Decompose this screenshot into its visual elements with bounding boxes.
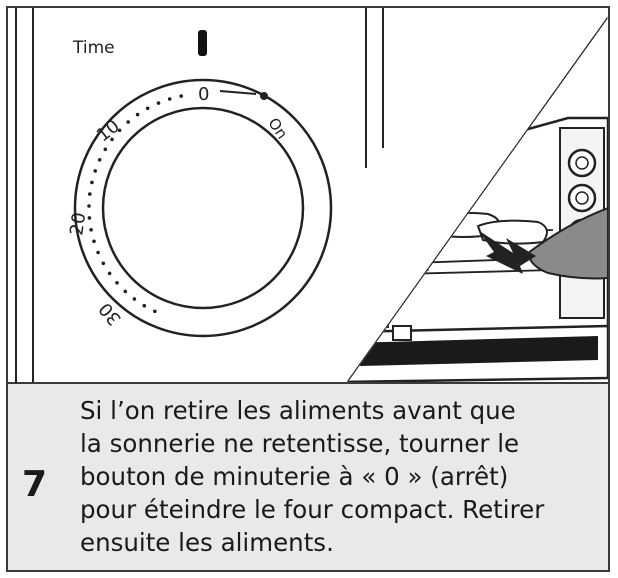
dial-dot [123,289,128,294]
dial-dot [142,303,147,308]
instruction-line: pour éteindre le four compact. Retirer [80,495,545,524]
dial-dot [88,192,92,196]
dial-dot [89,228,93,232]
dial-tick-0: 0 [198,84,209,105]
dial-dot [110,137,114,142]
dial-dot [135,112,140,117]
dial-dot [90,180,94,185]
dial-dot [97,158,102,162]
dial-dot [153,309,157,314]
dial-dot [103,147,108,152]
dial-dot [117,128,122,133]
timer-dial: Time 0 10 20 30 On [66,30,333,338]
dial-dot [132,297,137,301]
instruction-text: Si l’on retire les aliments avant que la… [80,394,600,559]
dial-dot [96,250,100,255]
dial-dot [126,120,130,124]
dial-dot [93,169,97,173]
dial-dot [145,106,150,111]
instruction-line: ensuite les aliments. [80,528,334,557]
instruction-line: la sonnerie ne retentisse, tourner le [80,429,520,458]
dial-dot [115,281,119,285]
instruction-card: Time 0 10 20 30 On [6,6,610,572]
dial-tick-20: 20 [66,211,90,237]
oven-timer-illustration: Time 0 10 20 30 On [15,8,608,382]
dial-dot [101,261,106,266]
toaster-oven-scene [348,18,608,382]
time-label: Time [72,38,115,58]
instruction-line: Si l’on retire les aliments avant que [80,396,516,425]
dial-dot [107,271,112,276]
dial-pointer-mark [198,30,207,56]
dial-dot [179,94,183,98]
dial-dot [87,216,92,220]
instruction-line: bouton de minuterie à « 0 » (arrêt) [80,462,509,491]
dial-dot [92,239,96,244]
caption-panel: 7 Si l’on retire les aliments avant que … [8,382,608,570]
on-indicator-dot [260,92,268,100]
dial-scale-dots [87,94,183,314]
dial-dot [167,97,172,101]
step-number: 7 [22,464,48,505]
dial-dot [156,101,161,105]
dial-dot [87,204,91,208]
